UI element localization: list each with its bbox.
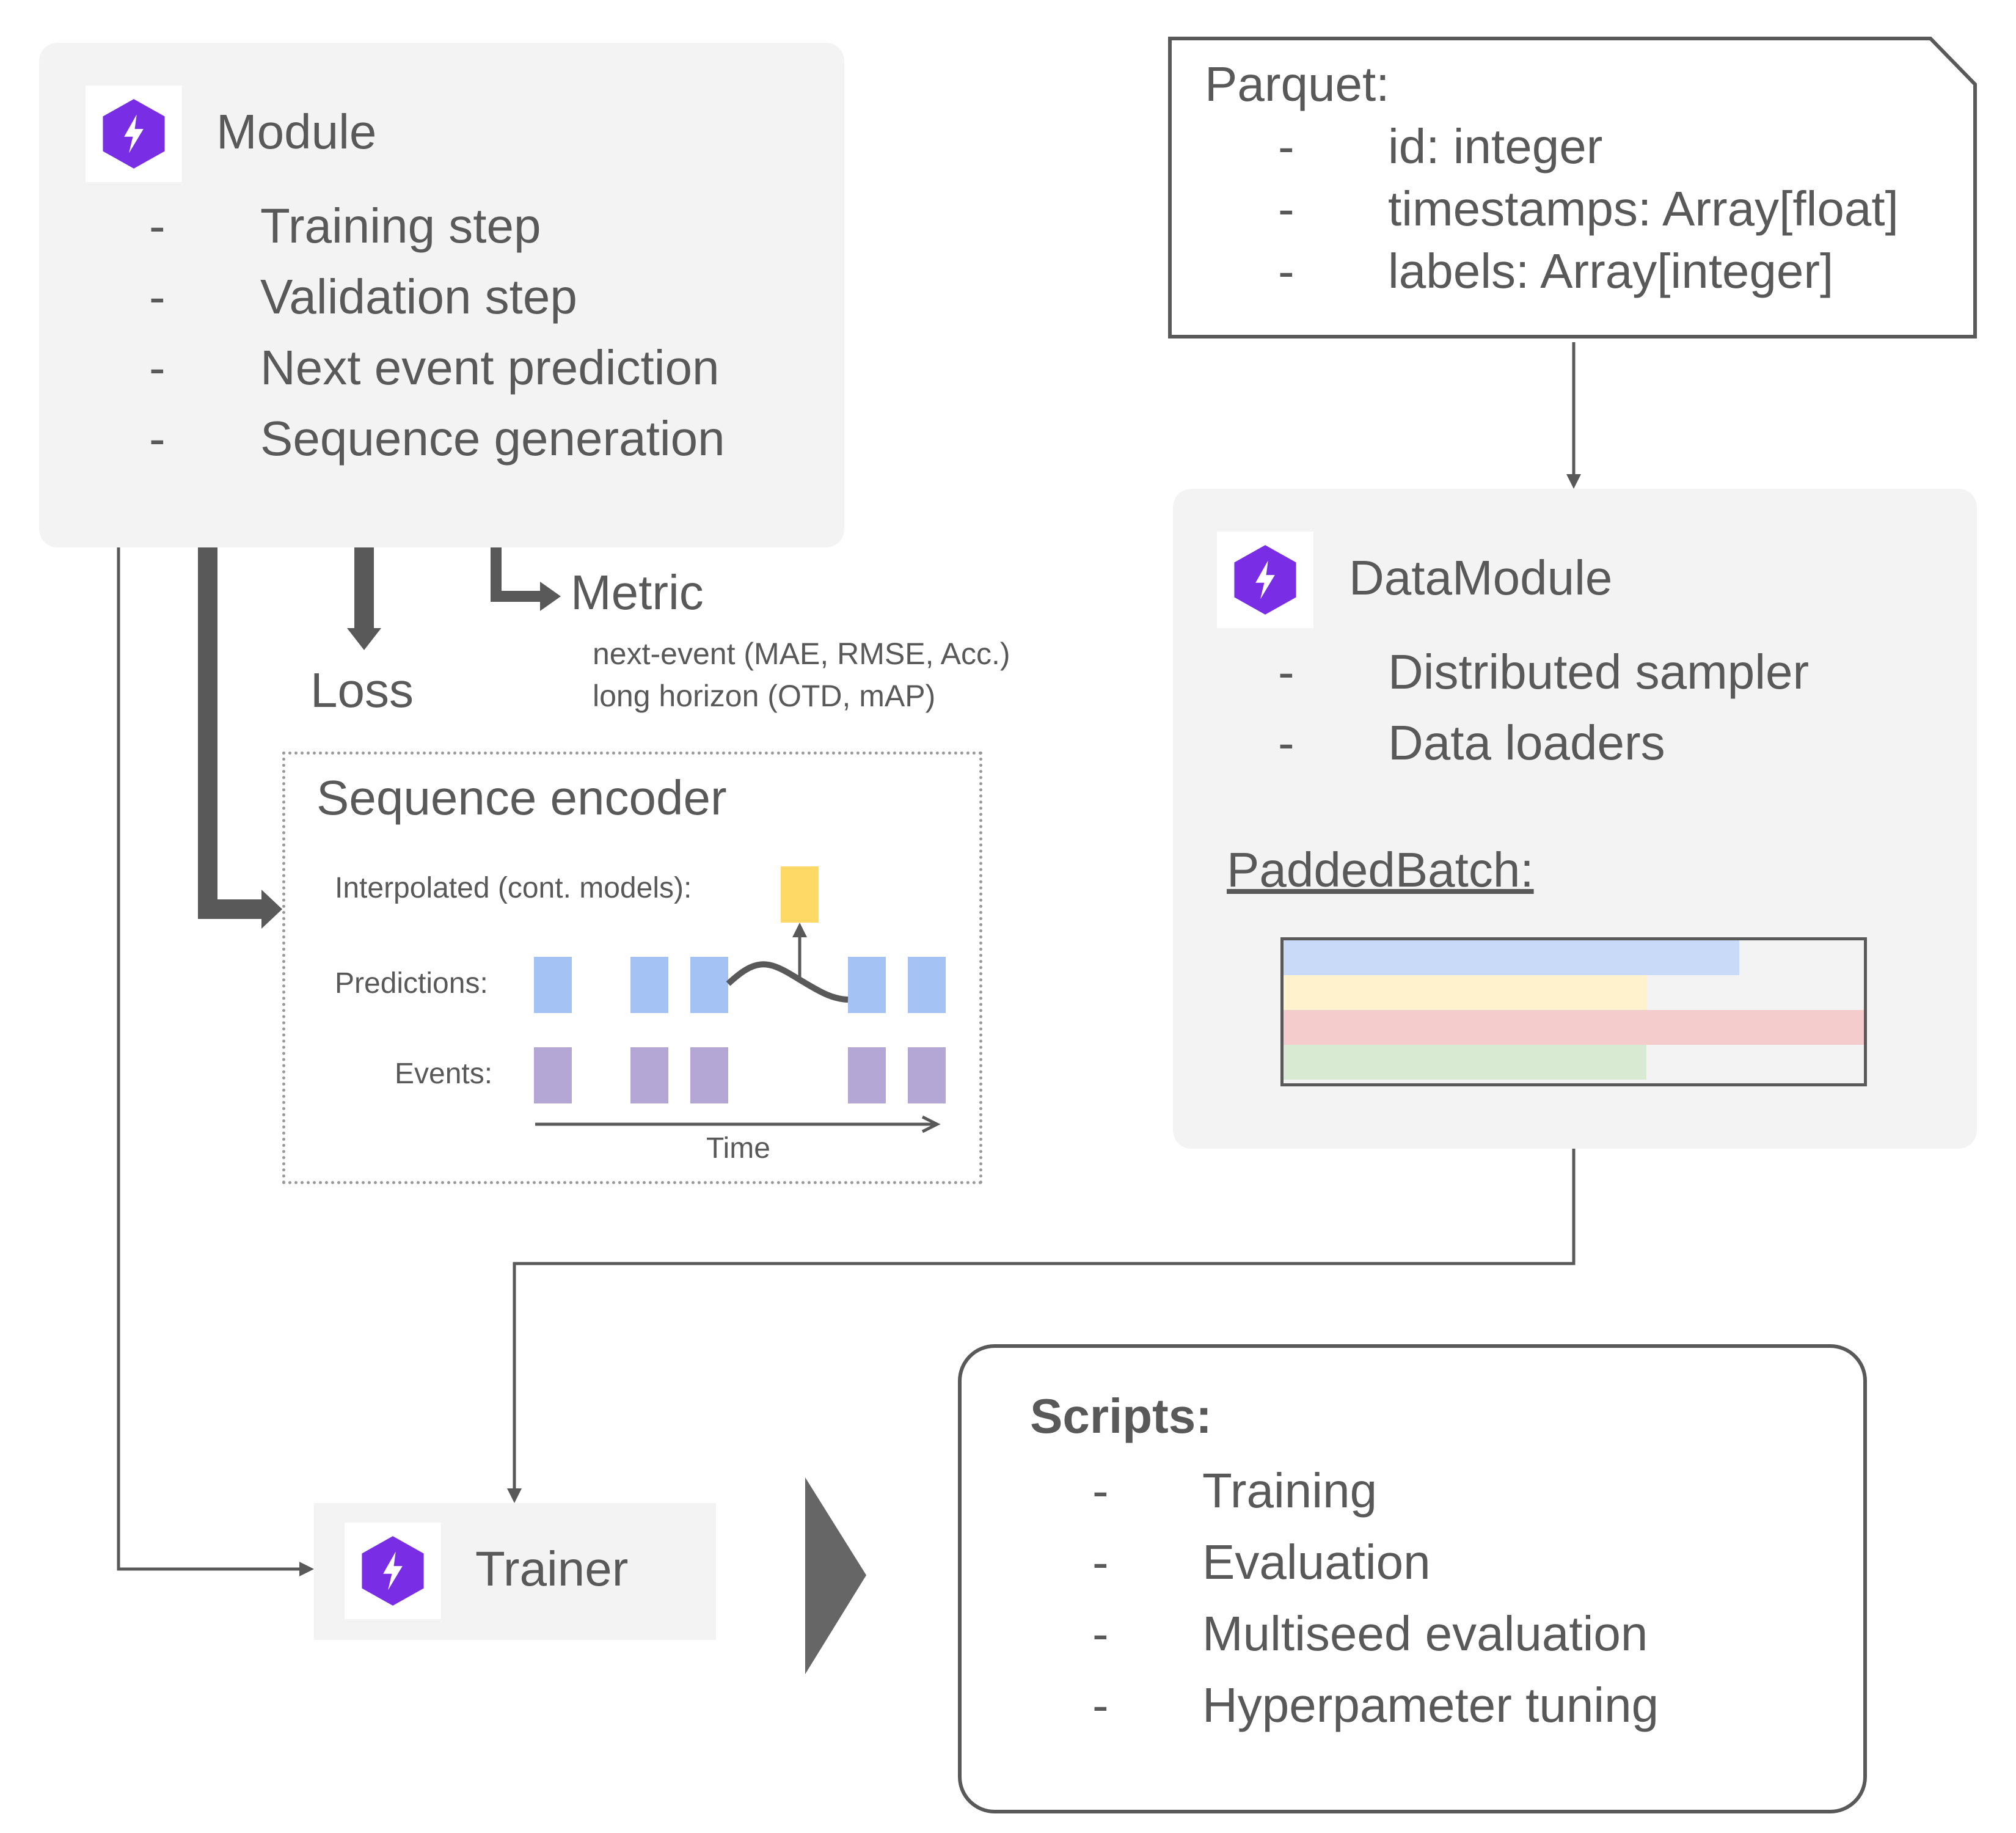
arrowhead-icon <box>261 890 282 929</box>
time-axis-label: Time <box>706 1132 770 1165</box>
trainer-title: Trainer <box>475 1542 629 1596</box>
arrowhead-icon <box>540 582 561 611</box>
events-label: Events: <box>395 1058 493 1090</box>
sequence-encoder-title: Sequence encoder <box>316 770 727 825</box>
lightning-logo-icon <box>345 1523 441 1619</box>
padded-batch-row <box>1284 975 1646 1010</box>
arrowhead-icon <box>507 1488 522 1503</box>
loss-label: Loss <box>310 663 414 717</box>
arrowhead-icon <box>347 628 381 650</box>
predictions-label: Predictions: <box>335 967 488 1000</box>
padded-batch-row <box>1284 1010 1864 1045</box>
metric-label: Metric <box>571 565 704 620</box>
padded-batch-row <box>1284 1045 1646 1080</box>
lightning-logo-icon <box>1217 532 1313 628</box>
trainer-to-scripts-chevron <box>805 1477 866 1674</box>
lightning-logo-icon <box>86 86 182 182</box>
metric-description-line-1: next-event (MAE, RMSE, Acc.) <box>593 637 1010 671</box>
module-to-metric-arrow <box>491 547 540 602</box>
arrowhead-icon <box>1566 474 1581 489</box>
metric-description-line-2: long horizon (OTD, mAP) <box>593 679 936 713</box>
module-title: Module <box>216 104 377 159</box>
padded-batch-visual <box>1280 937 1867 1086</box>
parquet-document-shape <box>1168 37 1977 338</box>
module-to-encoder-arrow <box>198 547 264 919</box>
datamodule-title: DataModule <box>1349 551 1613 605</box>
module-to-trainer-arrow <box>117 547 305 1571</box>
scripts-title: Scripts: <box>1030 1389 1212 1443</box>
arrowhead-icon <box>299 1562 314 1576</box>
padded-batch-label: PaddedBatch: <box>1227 843 1534 897</box>
interpolated-label: Interpolated (cont. models): <box>335 872 692 904</box>
padded-batch-row <box>1284 940 1739 975</box>
parquet-title: Parquet: <box>1205 57 1390 111</box>
